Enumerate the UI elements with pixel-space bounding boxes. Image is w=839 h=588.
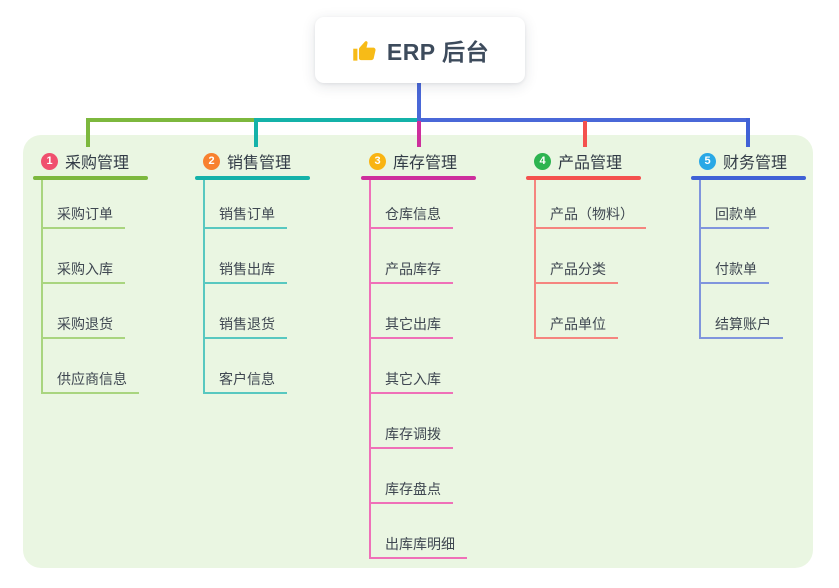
branch-child-connector bbox=[203, 180, 205, 394]
child-node[interactable]: 采购入库 bbox=[41, 258, 125, 284]
child-node[interactable]: 产品（物料） bbox=[534, 203, 646, 229]
child-node[interactable]: 采购退货 bbox=[41, 313, 125, 339]
branch-drop-line bbox=[86, 118, 90, 147]
child-node[interactable]: 产品单位 bbox=[534, 313, 618, 339]
branch-underline bbox=[195, 176, 310, 180]
rail-segment-blue bbox=[417, 118, 750, 122]
branch-underline bbox=[361, 176, 476, 180]
branch-node-2[interactable]: 2 销售管理 bbox=[203, 149, 291, 173]
branch-title: 产品管理 bbox=[558, 155, 623, 172]
branch-drop-line bbox=[746, 118, 750, 147]
child-node[interactable]: 销售出库 bbox=[203, 258, 287, 284]
branch-drop-line bbox=[254, 118, 258, 147]
child-node[interactable]: 回款单 bbox=[699, 203, 769, 229]
child-node[interactable]: 产品库存 bbox=[369, 258, 453, 284]
branch-title: 销售管理 bbox=[227, 155, 292, 172]
branch-title: 财务管理 bbox=[723, 155, 788, 172]
branch-underline bbox=[33, 176, 148, 180]
branch-number-badge: 2 bbox=[203, 152, 220, 170]
branch-drop-line bbox=[417, 121, 421, 147]
rail-segment-teal bbox=[254, 118, 419, 122]
branch-underline bbox=[691, 176, 806, 180]
child-node[interactable]: 库存盘点 bbox=[369, 478, 453, 504]
branch-title: 采购管理 bbox=[65, 155, 130, 172]
child-node[interactable]: 结算账户 bbox=[699, 313, 783, 339]
child-node[interactable]: 供应商信息 bbox=[41, 368, 139, 394]
branch-child-connector bbox=[699, 180, 701, 339]
branch-child-connector bbox=[41, 180, 43, 394]
thumbs-up-icon bbox=[351, 37, 378, 64]
branch-node-3[interactable]: 3 库存管理 bbox=[369, 149, 457, 173]
branch-node-4[interactable]: 4 产品管理 bbox=[534, 149, 622, 173]
child-node[interactable]: 仓库信息 bbox=[369, 203, 453, 229]
branch-number-badge: 1 bbox=[41, 152, 58, 170]
branch-child-connector bbox=[534, 180, 536, 339]
child-node[interactable]: 其它出库 bbox=[369, 313, 453, 339]
child-node[interactable]: 库存调拨 bbox=[369, 423, 453, 449]
branch-drop-line bbox=[583, 121, 587, 147]
child-node[interactable]: 产品分类 bbox=[534, 258, 618, 284]
child-node[interactable]: 采购订单 bbox=[41, 203, 125, 229]
root-node-label: ERP 后台 bbox=[386, 39, 490, 65]
branch-number-badge: 5 bbox=[699, 152, 716, 170]
child-node[interactable]: 销售退货 bbox=[203, 313, 287, 339]
branch-node-5[interactable]: 5 财务管理 bbox=[699, 149, 787, 173]
root-stem-line bbox=[417, 83, 421, 122]
child-node[interactable]: 付款单 bbox=[699, 258, 769, 284]
branch-node-1[interactable]: 1 采购管理 bbox=[41, 149, 129, 173]
branch-number-badge: 3 bbox=[369, 152, 386, 170]
rail-segment-green bbox=[86, 118, 256, 122]
branch-title: 库存管理 bbox=[393, 155, 458, 172]
branches-panel bbox=[23, 135, 813, 568]
child-node[interactable]: 其它入库 bbox=[369, 368, 453, 394]
branch-child-connector bbox=[369, 180, 371, 559]
child-node[interactable]: 客户信息 bbox=[203, 368, 287, 394]
branch-number-badge: 4 bbox=[534, 152, 551, 170]
root-node[interactable]: ERP 后台 bbox=[315, 17, 525, 83]
child-node[interactable]: 出库库明细 bbox=[369, 533, 467, 559]
branch-underline bbox=[526, 176, 641, 180]
child-node[interactable]: 销售订单 bbox=[203, 203, 287, 229]
